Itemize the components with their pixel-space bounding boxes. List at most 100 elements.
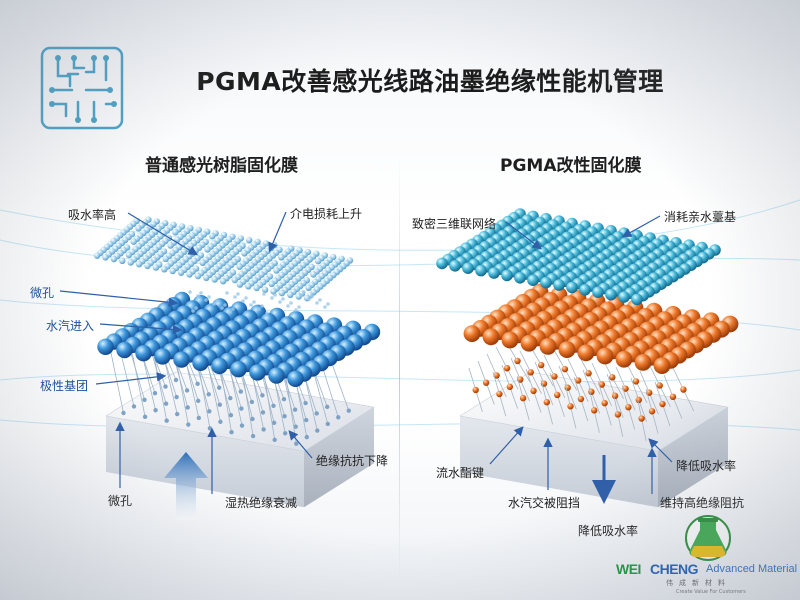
vapor-particle: [233, 295, 237, 299]
polar-node: [282, 414, 287, 419]
porous-film-bead: [273, 267, 280, 274]
ester-node: [638, 415, 645, 422]
vapor-particle: [297, 305, 301, 309]
blue-resin-sphere: [116, 341, 133, 359]
porous-film-bead: [135, 225, 142, 232]
porous-film-bead: [102, 254, 109, 261]
ester-node: [574, 377, 582, 384]
porous-film-bead: [144, 262, 151, 270]
leader-lower-absorb-side: [648, 438, 673, 463]
ester-node: [656, 382, 663, 389]
label-micropore-top: 微孔: [30, 286, 55, 300]
polar-node: [272, 437, 277, 443]
left-porous-top-layer: [93, 216, 354, 315]
polar-node: [207, 426, 213, 431]
polar-node: [294, 441, 299, 446]
vapor-particle: [260, 304, 264, 308]
vapor-particle: [294, 308, 298, 312]
ester-node: [482, 379, 490, 386]
orange-pgma-sphere: [577, 344, 595, 362]
leader-dielectric: [268, 211, 287, 253]
blue-resin-sphere: [154, 348, 171, 365]
vapor-particle: [281, 297, 285, 301]
porous-film-bead: [219, 278, 227, 285]
porous-film-bead: [209, 233, 216, 240]
polar-node: [131, 404, 137, 409]
porous-film-bead: [194, 272, 202, 280]
substrate-front-face: [106, 416, 304, 508]
polar-node: [174, 394, 179, 400]
polar-node: [304, 434, 309, 440]
vapor-particle: [262, 292, 266, 296]
polar-link: [131, 351, 146, 417]
polar-node: [239, 406, 244, 411]
vapor-particle: [265, 311, 269, 315]
porous-film-bead: [125, 251, 133, 259]
ester-node: [669, 393, 677, 400]
substrate-top-face: [105, 371, 375, 452]
porous-film-bead: [246, 236, 253, 244]
brand-wei: WEI: [616, 561, 641, 577]
polar-node: [163, 401, 169, 406]
blue-resin-sphere: [135, 345, 152, 362]
blue-resin-sphere: [287, 370, 304, 387]
leader-vapor-in: [99, 323, 183, 335]
porous-film-bead: [130, 238, 137, 245]
ester-node: [632, 378, 640, 385]
ester-node: [506, 383, 514, 390]
right-orange-layer-spheres: [463, 283, 739, 374]
cyan-network-sphere: [449, 260, 461, 272]
vapor-particle: [289, 301, 293, 305]
polar-node: [261, 427, 266, 432]
polar-node: [250, 433, 256, 439]
cyan-network-sphere: [605, 288, 617, 301]
ester-node: [598, 381, 606, 388]
leader-consume: [621, 215, 661, 238]
orange-pgma-sphere: [520, 334, 538, 352]
vapor-particle: [323, 305, 327, 309]
substrate-side-face: [658, 407, 728, 508]
ester-node: [561, 365, 569, 373]
left-substrate: [105, 371, 375, 508]
polar-node: [195, 381, 200, 387]
porous-film-bead: [310, 271, 317, 278]
porous-film-bead: [261, 286, 269, 293]
porous-film-bead: [204, 246, 211, 253]
ester-node: [614, 411, 622, 418]
orange-pgma-sphere: [463, 325, 481, 342]
leader-micropore: [59, 290, 179, 308]
ester-node: [538, 361, 545, 369]
cyan-network-sphere: [592, 286, 604, 299]
ester-node: [554, 391, 561, 399]
cyan-network-sphere: [618, 291, 630, 303]
ester-node: [567, 403, 574, 410]
leader-ester: [489, 426, 524, 465]
ester-node: [543, 399, 550, 406]
polar-node: [325, 404, 330, 410]
cyan-network-sphere: [501, 269, 513, 282]
porous-film-bead: [203, 274, 210, 281]
porous-film-bead: [135, 261, 143, 268]
porous-film-bead: [305, 284, 312, 291]
porous-film-bead: [278, 254, 285, 261]
cyan-network-sphere: [514, 272, 526, 284]
polar-node: [303, 400, 308, 406]
vapor-particle: [252, 300, 256, 304]
polar-node: [239, 423, 245, 428]
orange-pgma-sphere: [539, 338, 557, 355]
label-micropore-bottom: 微孔: [108, 494, 133, 508]
vapor-particle: [207, 295, 211, 299]
label-vapor-blocked: 水汽交被阻挡: [508, 496, 581, 510]
polar-node: [250, 416, 255, 422]
polar-node: [346, 408, 351, 413]
polar-node: [207, 409, 212, 414]
polar-node: [238, 389, 243, 394]
ester-node: [625, 404, 632, 411]
vapor-particle: [318, 298, 322, 302]
porous-film-bead: [161, 266, 168, 273]
polar-node: [153, 408, 158, 413]
leader-dense-network: [505, 221, 542, 250]
ester-node: [585, 370, 592, 377]
